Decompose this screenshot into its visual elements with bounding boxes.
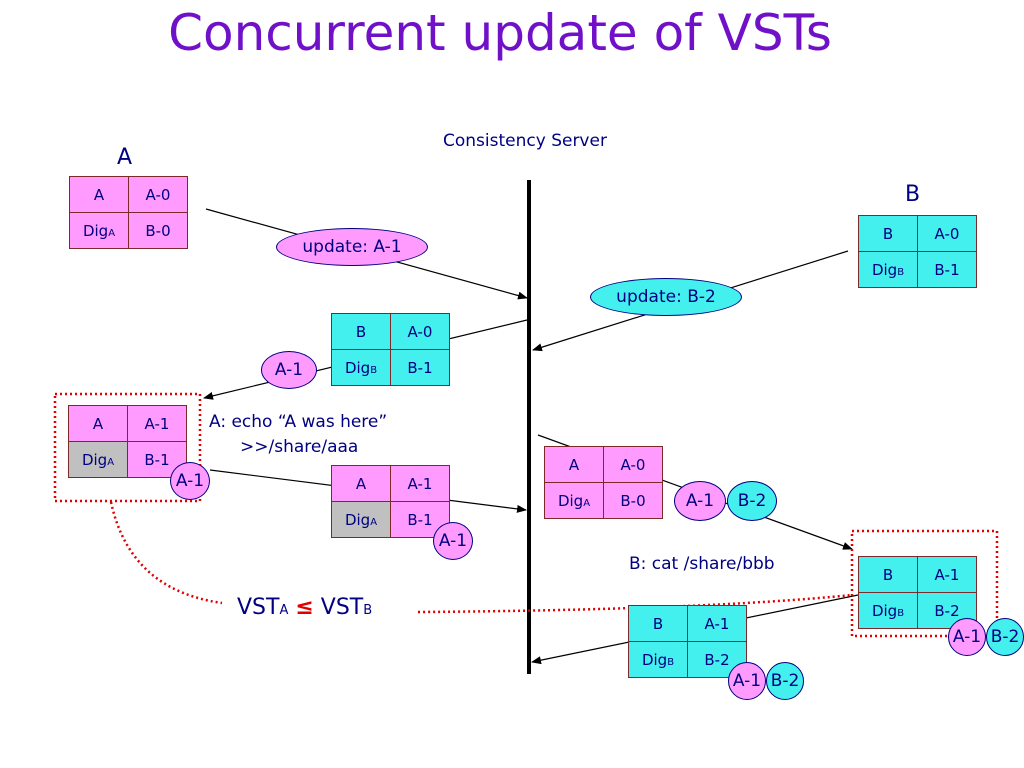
vst-version-cell: B-1 xyxy=(917,251,977,288)
update-a-message: update: A-1 xyxy=(276,228,428,266)
command-a-line1: A: echo “A was here” xyxy=(209,412,388,432)
vst-version-cell: A-0 xyxy=(603,446,663,483)
vst-owner-cell: B xyxy=(628,605,688,642)
vst-relation: VSTA ≤ VSTB xyxy=(237,595,373,620)
vst-digest-cell: DigB xyxy=(628,641,688,678)
vst-owner-cell: B xyxy=(858,215,918,252)
tag-b2: B-2 xyxy=(986,618,1024,656)
vst-owner-cell: A xyxy=(69,176,129,213)
vst-version-cell: B-2 xyxy=(687,641,747,678)
vst-version-cell: A-1 xyxy=(687,605,747,642)
tag-a1: A-1 xyxy=(261,351,317,389)
vst-version-cell: B-1 xyxy=(390,349,450,386)
vst-version-cell: A-0 xyxy=(917,215,977,252)
vst-owner-cell: B xyxy=(858,556,918,593)
vst-digest-cell: DigB xyxy=(331,349,391,386)
vst-owner-cell: B xyxy=(331,313,391,350)
vst-owner-cell: A xyxy=(68,405,128,442)
vst-owner-cell: A xyxy=(331,465,391,502)
vst-version-cell: A-1 xyxy=(127,405,187,442)
tag-a1: A-1 xyxy=(170,462,210,500)
vst-digest-cell: DigA xyxy=(544,482,604,519)
vst-digest-cell: DigB xyxy=(858,592,918,629)
client-b-label: B xyxy=(905,182,921,207)
vst-version-cell: A-0 xyxy=(390,313,450,350)
tag-b2: B-2 xyxy=(727,481,777,521)
vst-version-cell: B-0 xyxy=(128,212,188,249)
client-a-label: A xyxy=(117,145,133,170)
command-b: B: cat /share/bbb xyxy=(629,554,775,574)
vst-version-cell: A-1 xyxy=(917,556,977,593)
vst-digest-cell: DigB xyxy=(858,251,918,288)
vst-version-cell: B-1 xyxy=(390,501,450,538)
relation-link-b xyxy=(417,593,853,614)
tag-a1: A-1 xyxy=(728,662,766,700)
tag-a1: A-1 xyxy=(674,481,726,521)
vst-version-cell: B-0 xyxy=(603,482,663,519)
page-title: Concurrent update of VSTs xyxy=(168,4,832,62)
command-a-line2: >>/share/aaa xyxy=(240,437,359,457)
vst-digest-cell: DigA xyxy=(69,212,129,249)
vst-digest-cell: DigA xyxy=(68,441,128,478)
tag-a1: A-1 xyxy=(433,522,473,560)
vst-digest-cell: DigA xyxy=(331,501,391,538)
update-b-message: update: B-2 xyxy=(590,278,742,316)
tag-b2: B-2 xyxy=(766,662,804,700)
vst-version-cell: A-1 xyxy=(390,465,450,502)
vst-version-cell: A-0 xyxy=(128,176,188,213)
relation-link-a xyxy=(109,501,223,605)
highlight-box-a xyxy=(53,392,202,503)
server-label: Consistency Server xyxy=(443,131,607,151)
vst-owner-cell: A xyxy=(544,446,604,483)
tag-a1: A-1 xyxy=(948,618,986,656)
